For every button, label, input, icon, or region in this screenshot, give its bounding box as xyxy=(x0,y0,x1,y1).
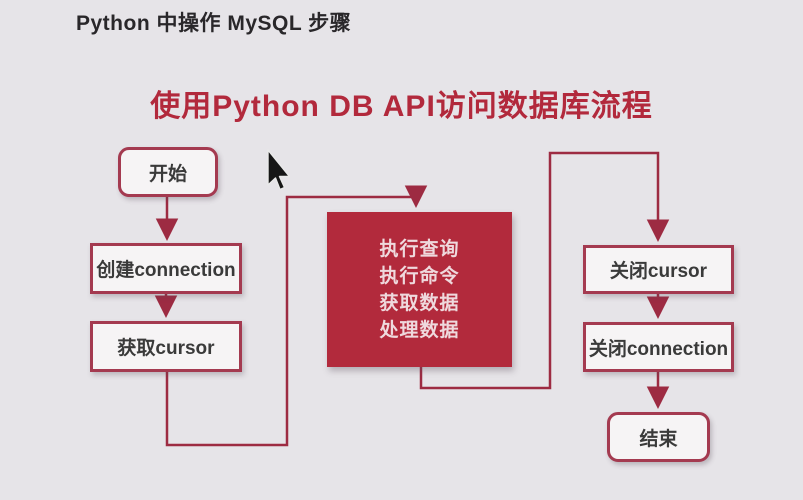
flow-node-start-label: 开始 xyxy=(148,163,187,185)
page-heading: Python 中操作 MySQL 步骤 xyxy=(76,12,352,35)
flow-node-close-cursor-label: 关闭cursor xyxy=(609,261,708,282)
flow-node-end: 结束 xyxy=(607,412,710,462)
flow-node-get-cursor-label: 获取cursor xyxy=(117,338,215,359)
flow-node-start: 开始 xyxy=(118,147,218,197)
mouse-cursor-icon xyxy=(267,149,291,191)
process-line: 处理数据 xyxy=(379,319,460,341)
flow-node-create-connection: 创建connection xyxy=(90,243,242,294)
diagram-title: 使用Python DB API访问数据库流程 xyxy=(150,90,653,123)
process-line: 获取数据 xyxy=(379,292,460,314)
flow-node-process: 执行查询 执行命令 获取数据 处理数据 xyxy=(327,212,512,367)
process-line: 执行查询 xyxy=(379,238,460,260)
flow-node-get-cursor: 获取cursor xyxy=(90,321,242,372)
flow-node-end-label: 结束 xyxy=(639,428,678,450)
process-line: 执行命令 xyxy=(379,265,460,287)
flow-node-close-cursor: 关闭cursor xyxy=(583,245,734,294)
flow-node-create-connection-label: 创建connection xyxy=(96,260,236,281)
flow-node-close-connection-label: 关闭connection xyxy=(588,338,729,360)
flow-node-close-connection: 关闭connection xyxy=(583,322,734,372)
